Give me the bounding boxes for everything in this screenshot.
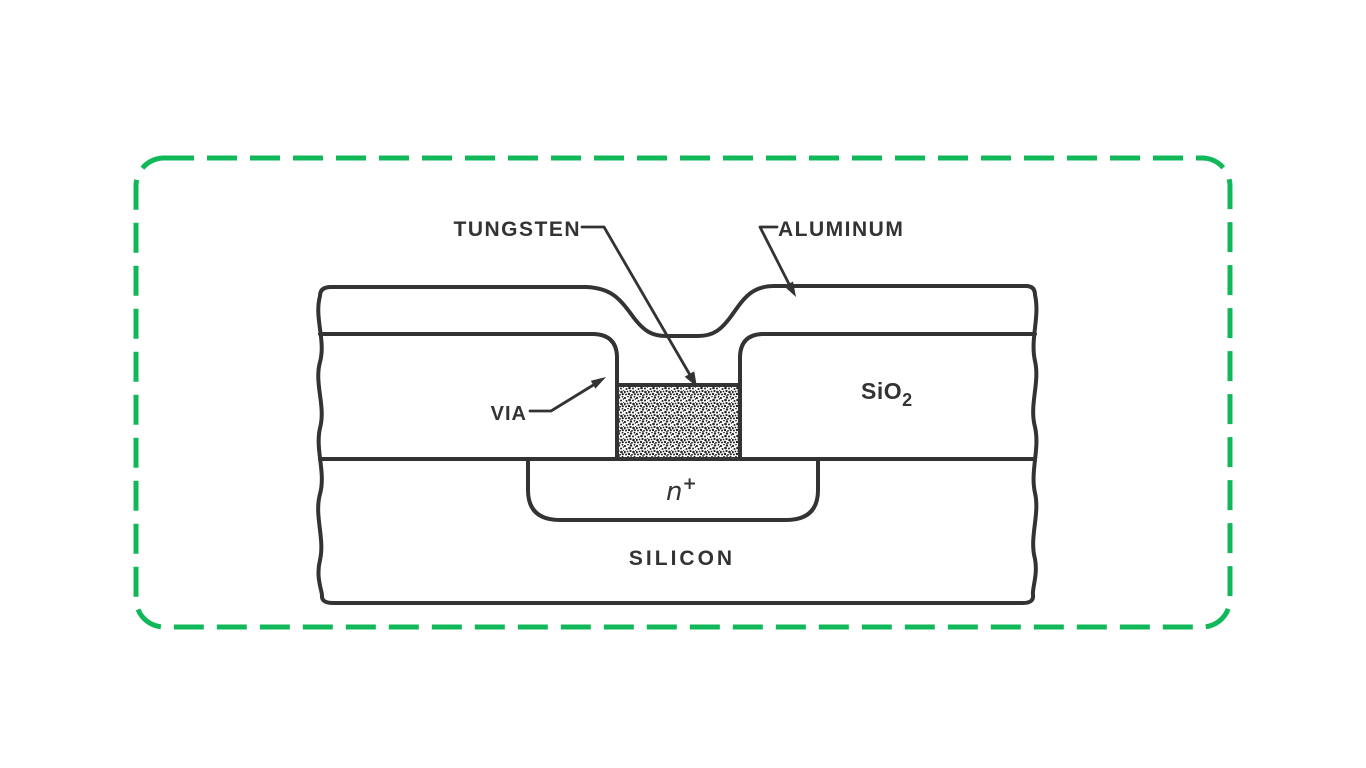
tungsten-leader-line — [580, 225, 692, 377]
structure-outline — [316, 284, 1039, 605]
highlight-frame-border — [133, 155, 1233, 630]
n-plus-well-outline — [526, 457, 820, 522]
oxide-label-subscript: 2 — [902, 390, 913, 410]
via-leader-line — [528, 382, 597, 413]
oxide-label: SiO2 — [861, 378, 913, 410]
aluminum-arrowhead-icon — [784, 281, 796, 297]
aluminum-label: ALUMINUM — [778, 218, 904, 241]
diagram-labels: TUNGSTEN ALUMINUM VIA SiO2 n+ SILICON — [454, 218, 913, 570]
tungsten-label: TUNGSTEN — [454, 218, 582, 241]
tungsten-plug-texture — [619, 386, 739, 458]
diagram-linework — [316, 225, 1039, 605]
oxide-label-base: SiO — [861, 378, 902, 404]
tungsten-arrowhead-icon — [684, 371, 697, 387]
leader-arrowheads — [590, 281, 796, 389]
via-arrowhead-icon — [590, 377, 606, 389]
oxide-top-right-line — [738, 332, 1037, 460]
n-plus-label-superscript: + — [682, 474, 696, 494]
n-plus-label-base: n — [666, 477, 682, 507]
aluminum-leader-line — [758, 225, 791, 286]
silicon-label: SILICON — [629, 547, 735, 570]
oxide-top-left-line — [318, 332, 619, 460]
via-label: VIA — [491, 403, 527, 425]
n-plus-label: n+ — [666, 474, 697, 507]
